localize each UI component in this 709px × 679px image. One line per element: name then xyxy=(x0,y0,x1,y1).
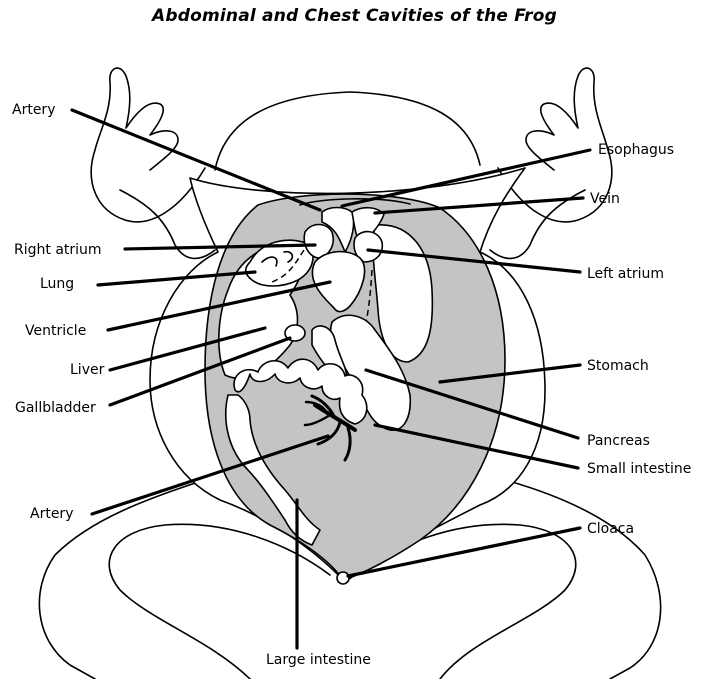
label-artery-bottom: Artery xyxy=(30,506,73,522)
frog-head-outline xyxy=(215,92,480,170)
label-ventricle: Ventricle xyxy=(25,323,86,339)
left-hand xyxy=(91,68,215,258)
label-right-atrium: Right atrium xyxy=(14,242,102,258)
label-gallbladder: Gallbladder xyxy=(15,400,96,416)
label-stomach: Stomach xyxy=(587,358,649,374)
label-small-intestine: Small intestine xyxy=(587,461,691,477)
label-vein: Vein xyxy=(590,191,620,207)
frog-hindleg-right xyxy=(498,478,661,679)
cloaca xyxy=(337,572,349,584)
right-hand xyxy=(490,68,612,258)
label-large-intestine: Large intestine xyxy=(266,652,371,668)
label-lung: Lung xyxy=(40,276,74,292)
label-left-atrium: Left atrium xyxy=(587,266,664,282)
label-cloaca: Cloaca xyxy=(587,521,634,537)
label-artery-top: Artery xyxy=(12,102,55,118)
label-liver: Liver xyxy=(70,362,105,378)
label-esophagus: Esophagus xyxy=(598,142,674,158)
label-pancreas: Pancreas xyxy=(587,433,650,449)
